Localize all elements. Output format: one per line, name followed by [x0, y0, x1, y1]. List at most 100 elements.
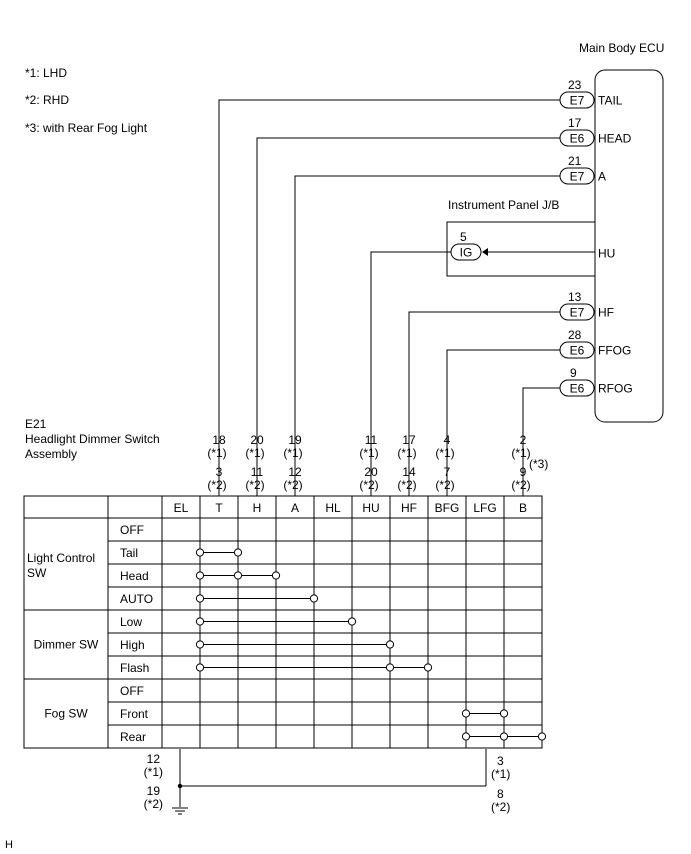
pin-bot-note-t: (*2) [207, 478, 226, 492]
continuity-terminal [195, 640, 205, 649]
wire-bfg [446, 349, 560, 496]
wire-hu [370, 251, 451, 496]
continuity-terminal [195, 617, 205, 626]
continuity-terminal [499, 709, 509, 718]
pin-top-bfg: 4 [444, 433, 451, 447]
svg-text:21: 21 [568, 154, 582, 168]
wire-t [218, 99, 560, 496]
svg-text:A: A [598, 170, 606, 184]
pin-bot-note-b: (*2) [511, 478, 530, 492]
pin-bot-note-hf: (*2) [397, 478, 416, 492]
group-label-0: Light Control [27, 551, 95, 565]
ecu-pin-head: 17 E6 HEAD [559, 116, 632, 147]
svg-text:TAIL: TAIL [598, 94, 623, 108]
ground-left-pin2: 19 [147, 784, 161, 798]
ground-right-pin2: 8 [497, 787, 504, 801]
jb-arrow-icon [482, 248, 488, 256]
svg-text:28: 28 [568, 328, 582, 342]
col-header-bfg: BFG [435, 501, 460, 515]
position-label-low: Low [120, 615, 142, 629]
note-rhd: *2: RHD [25, 93, 69, 107]
svg-text:5: 5 [460, 230, 467, 244]
jb-title: Instrument Panel J/B [448, 198, 559, 212]
footer-code: H [5, 839, 13, 851]
pin-top-b: 2 [520, 433, 527, 447]
ecu-title: Main Body ECU [579, 41, 664, 55]
switch-b-note: (*3) [529, 457, 548, 471]
ground-left-pin1: 12 [147, 752, 161, 766]
col-header-t: T [215, 501, 223, 515]
svg-text:E7: E7 [570, 306, 585, 320]
pin-bot-a: 12 [288, 465, 302, 479]
pin-top-note-b: (*1) [511, 446, 530, 460]
continuity-terminal [195, 548, 205, 557]
continuity-terminal [423, 663, 433, 672]
pin-bot-bfg: 7 [444, 465, 451, 479]
position-label-off: OFF [120, 684, 144, 698]
ground-right-note2: (*2) [491, 800, 510, 814]
svg-text:E6: E6 [570, 344, 585, 358]
pin-bot-note-a: (*2) [283, 478, 302, 492]
continuity-terminal [499, 732, 509, 741]
position-label-rear: Rear [120, 730, 146, 744]
group-label-2: Fog SW [44, 707, 88, 721]
continuity-terminal [195, 594, 205, 603]
pin-bot-note-h: (*2) [245, 478, 264, 492]
continuity-terminal [461, 732, 471, 741]
position-label-flash: Flash [120, 661, 149, 675]
jb-box [446, 221, 596, 277]
svg-text:E6: E6 [570, 132, 585, 146]
continuity-terminal [347, 617, 357, 626]
continuity-terminal [461, 709, 471, 718]
col-header-lfg: LFG [473, 501, 496, 515]
svg-text:FFOG: FFOG [598, 344, 631, 358]
pin-top-note-bfg: (*1) [435, 446, 454, 460]
ground-icon [172, 807, 188, 815]
continuity-terminal [385, 640, 395, 649]
svg-text:E7: E7 [570, 94, 585, 108]
position-label-head: Head [120, 569, 149, 583]
group-label-0-line2: SW [27, 566, 47, 580]
col-header-hu: HU [362, 501, 379, 515]
ecu-pin-hu: HU [598, 247, 615, 261]
continuity-terminal [195, 663, 205, 672]
svg-text:IG: IG [460, 246, 473, 260]
ecu-pin-ffog: 28 E6 FFOG [559, 328, 631, 359]
table-border [23, 495, 543, 749]
svg-text:E6: E6 [570, 382, 585, 396]
wire-hf [408, 311, 560, 496]
pin-top-note-hf: (*1) [397, 446, 416, 460]
pin-top-hf: 17 [402, 433, 416, 447]
col-header-a: A [291, 501, 299, 515]
svg-text:13: 13 [568, 290, 582, 304]
pin-top-h: 20 [250, 433, 264, 447]
ground-section: 12 (*1) 19 (*2) 3 (*1) 8 (*2) [144, 749, 510, 815]
pin-top-hu: 11 [365, 433, 378, 447]
pin-top-a: 19 [288, 433, 302, 447]
pin-top-t: 18 [212, 433, 226, 447]
col-header-h: H [253, 501, 262, 515]
jb-pin-ig: 5 IG [450, 230, 482, 261]
continuity-terminal [233, 548, 243, 557]
continuity-terminal [233, 571, 243, 580]
switch-title-line2: Assembly [25, 447, 77, 461]
note-rear-fog: *3: with Rear Fog Light [25, 121, 148, 135]
pin-bot-hf: 14 [402, 465, 416, 479]
group-label-1: Dimmer SW [34, 638, 99, 652]
svg-text:E7: E7 [570, 170, 585, 184]
wire-group: 18(*1)3(*2)20(*1)11(*2)19(*1)12(*2)11(*1… [207, 99, 560, 496]
pin-top-note-t: (*1) [207, 446, 226, 460]
svg-text:23: 23 [568, 78, 582, 92]
ecu-pin-hf: 13 E7 HF [559, 290, 614, 321]
col-header-b: B [519, 501, 527, 515]
position-label-tail: Tail [120, 546, 138, 560]
position-label-auto: AUTO [120, 592, 153, 606]
pin-top-note-a: (*1) [283, 446, 302, 460]
ground-left-note2: (*2) [144, 797, 163, 811]
svg-text:RFOG: RFOG [598, 382, 633, 396]
continuity-terminal [537, 732, 547, 741]
col-header-el: EL [174, 501, 189, 515]
ground-left-note1: (*1) [144, 765, 163, 779]
